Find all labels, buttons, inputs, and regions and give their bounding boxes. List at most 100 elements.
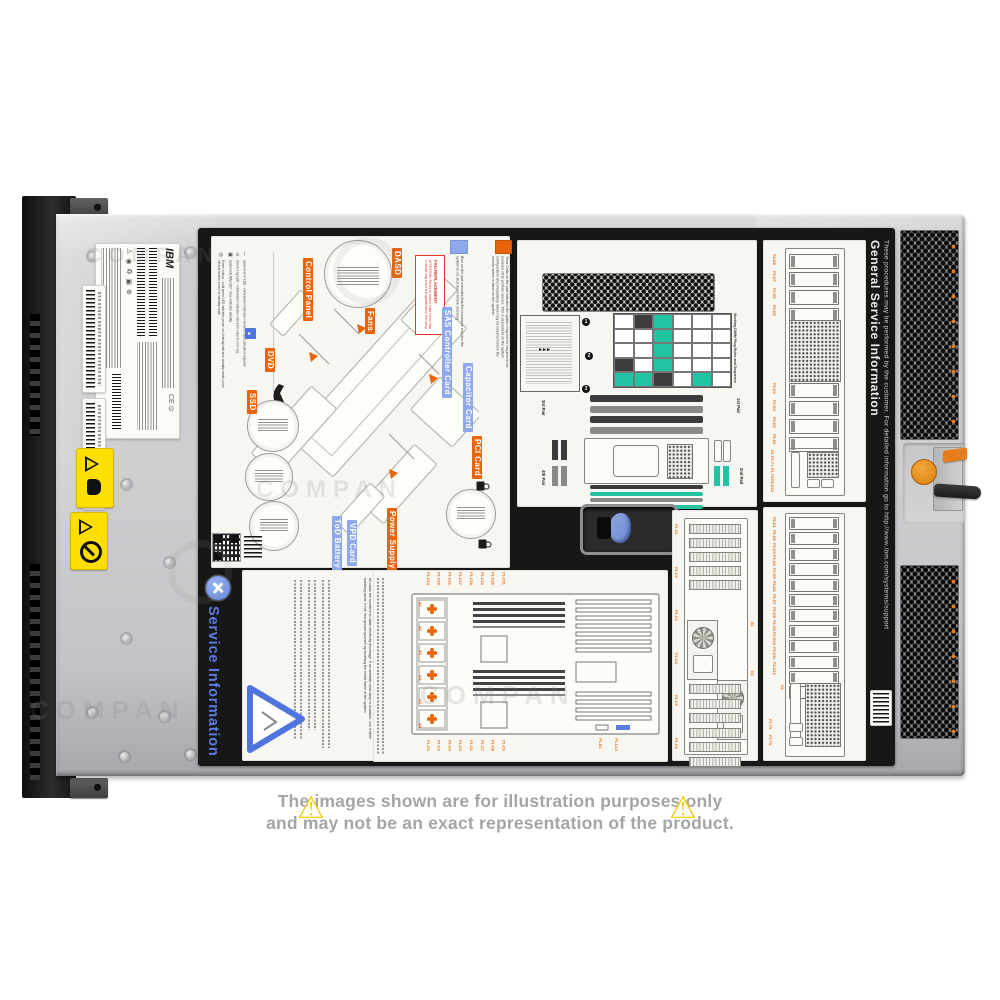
esd-text-column [300, 580, 303, 740]
component-label-ssd: SSD [247, 390, 257, 414]
slot-label: P1-C6 [673, 738, 678, 749]
bay-label: P2-D7 [771, 271, 776, 282]
fan-label: A5 [417, 698, 422, 704]
step-circle: 1 [582, 318, 590, 326]
label-barcode [870, 690, 892, 726]
slot-label: P1-C17 [458, 572, 463, 585]
esd-triangle-icon [247, 685, 305, 753]
vent-led-dots [951, 234, 956, 434]
warning-sticker-no-touch [70, 512, 108, 570]
dimm-side-slot [561, 440, 567, 460]
bay-label: P2-D6 [771, 581, 776, 592]
latch-recess [597, 517, 611, 539]
dimm-side-slot [714, 440, 722, 462]
warning-sticker-pinch [76, 448, 114, 508]
drive-bays-top [789, 254, 839, 323]
slot-label: P1-C15 [436, 572, 441, 585]
legend-item: ▣ System identify LED - blue indicates i… [228, 252, 233, 394]
slot-label: P1-C7 [479, 740, 484, 751]
esd-text-column [314, 580, 317, 730]
slot-label: P1-C19 [479, 572, 484, 585]
pcie-slots-top [689, 524, 741, 590]
honeycomb-vent-top [900, 230, 959, 440]
regulatory-icons: CE ⊙ [167, 394, 174, 412]
corner-label: P1-C13 [613, 738, 618, 751]
bay-label: P2-D1 [771, 434, 776, 445]
screw [186, 750, 195, 759]
lock-icon [476, 481, 485, 491]
port-label: P1-T1 [769, 456, 774, 467]
bay-label: P2-D4 [771, 383, 776, 394]
slot-label: P1-C2 [425, 740, 430, 751]
bracket-hole [94, 784, 101, 791]
blue-release-lever [609, 513, 631, 543]
detail-callout-circle [446, 489, 496, 539]
detail-callout-circle [245, 453, 293, 501]
component-label-fans: Fans [365, 308, 375, 335]
general-service-subtitle: These procedures may be performed by the… [882, 240, 890, 630]
ear-vent-slots [30, 314, 40, 436]
slot-label: P1-C3 [436, 740, 441, 751]
port-label: P1-T5 [767, 719, 772, 730]
identify-led-icon: ▸ [245, 328, 256, 339]
screw [122, 634, 131, 643]
warning-triangle-icon: ⚠ [669, 790, 697, 825]
fan-warning-body: ATTENTION: Failure to replace a fan in l… [423, 260, 432, 330]
slot-label: P1-C5 [458, 740, 463, 751]
slot-label: E2 [749, 671, 754, 676]
pair-label-2nd: 2nd Pair [739, 468, 745, 485]
dimm-side-slot [723, 466, 729, 486]
watermark-ring [333, 237, 401, 305]
label-fine-print [98, 292, 101, 386]
fan-label: A2 [417, 626, 422, 632]
bay-label: P2-D1 [771, 517, 776, 528]
disclaimer-line-1: The images shown are for illustration pu… [277, 791, 723, 811]
slot-label: P1-C2 [673, 566, 678, 578]
legend-text-orange: Terra Cotta on the part indicates the sy… [490, 256, 509, 368]
power-supply-bay [687, 620, 718, 680]
honeycomb-vent-bottom [900, 565, 959, 739]
dimm-side-slot [561, 466, 567, 486]
slot-label: P1-C4 [673, 652, 678, 664]
slot-label: P1-C1 [673, 524, 678, 535]
usb-port [821, 479, 834, 488]
port-label: P1-T2 [769, 467, 774, 478]
service-information-title: Service Information [205, 606, 221, 757]
slot-label: P1-C14 [425, 572, 430, 585]
component-label-control-panel: Control Panel [303, 258, 313, 322]
step-circle: 3 [582, 385, 590, 393]
dimm-table-title: Working DIMM Plug Rules and Sequence [733, 313, 737, 383]
drive-bays-bottom [789, 383, 839, 452]
pinch-hazard-icon [87, 479, 101, 495]
slot-label: E1 [749, 622, 754, 627]
screw [88, 708, 97, 717]
bay-label: P2-D2 [771, 529, 776, 541]
rack-mount-bracket-top [70, 198, 108, 218]
barcode [112, 374, 121, 430]
warning-triangle-icon [79, 519, 93, 535]
slot-label: P1-C6 [468, 740, 473, 751]
warning-triangle-icon: ⚠ [297, 790, 325, 825]
bay-label: P2-D9 [771, 619, 776, 631]
bay-label: P2-D7 [771, 593, 776, 605]
control-panel-led-legend: ◎ Power button - solid green LED indicat… [217, 252, 274, 394]
dimm-side-slot [723, 440, 731, 462]
lock-icon [478, 539, 487, 549]
port-label: P2-D12 [769, 479, 774, 492]
legend-icon: ! [244, 252, 246, 258]
warning-triangle-icon [85, 456, 99, 472]
component-label-sas-controller: SAS Controller Card [442, 307, 452, 398]
component-label-tod-battery: ToD Battery [332, 516, 342, 572]
screw [120, 752, 129, 761]
legend-item: ◎ Power button - solid green LED indicat… [217, 252, 225, 394]
bay-label: P2-D10 [771, 632, 776, 646]
esd-text-english: All cards are sensitive to static electr… [363, 578, 372, 739]
bay-label: P2-D12 [771, 662, 776, 675]
step-circle: 2 [585, 352, 593, 360]
